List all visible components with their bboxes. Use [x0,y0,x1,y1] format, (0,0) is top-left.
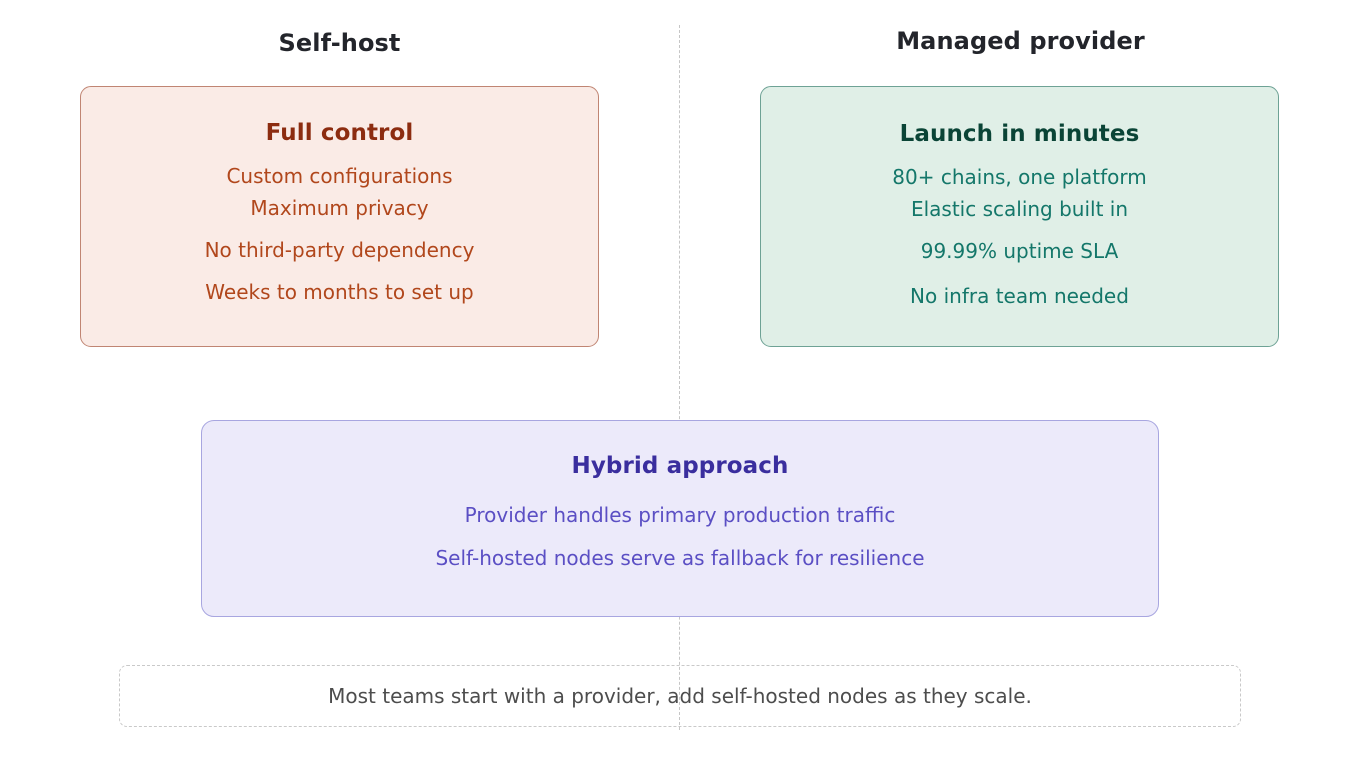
card-hybrid-approach-title: Hybrid approach [571,453,789,479]
footer-note-box: Most teams start with a provider, add se… [119,665,1241,727]
card-self-host-line-2: Maximum privacy [250,195,429,220]
column-heading-managed-provider: Managed provider [896,27,1145,55]
card-managed-provider-line-2: Elastic scaling built in [910,197,1129,221]
card-managed-provider-line-4: No infra team needed [910,284,1129,308]
card-self-host-title: Full control [265,119,414,146]
footer-note-text: Most teams start with a provider, add se… [328,684,1032,708]
card-managed-provider-line-3: 99.99% uptime SLA [920,239,1119,263]
card-hybrid-approach-line-2: Self-hosted nodes serve as fallback for … [435,546,925,570]
card-self-host-line-3: No third-party dependency [204,237,475,262]
card-managed-provider: Launch in minutes 80+ chains, one platfo… [760,86,1279,347]
column-heading-self-host: Self-host [278,29,401,57]
card-self-host: Full control Custom configurations Maxim… [80,86,599,347]
card-hybrid-approach: Hybrid approach Provider handles primary… [201,420,1159,617]
card-managed-provider-line-1: 80+ chains, one platform [892,165,1147,189]
card-self-host-line-1: Custom configurations [226,163,453,188]
card-hybrid-approach-line-1: Provider handles primary production traf… [464,503,896,527]
vertical-divider [679,25,680,730]
card-self-host-line-4: Weeks to months to set up [205,279,474,304]
card-managed-provider-title: Launch in minutes [899,121,1140,147]
